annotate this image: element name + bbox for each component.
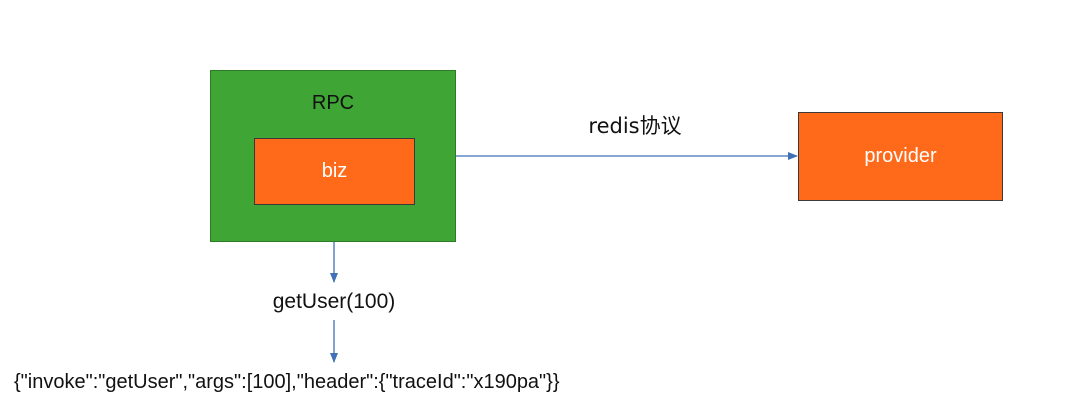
edge-label-redis-protocol: redis协议 xyxy=(588,114,682,138)
call-label: getUser(100) xyxy=(272,290,396,313)
provider-node-label: provider xyxy=(864,145,937,167)
provider-node: provider xyxy=(798,112,1003,201)
biz-node: biz xyxy=(254,138,415,205)
payload-json-label: {"invoke":"getUser","args":[100],"header… xyxy=(14,371,560,393)
rpc-node-label: RPC xyxy=(311,92,355,114)
biz-node-label: biz xyxy=(321,160,348,182)
